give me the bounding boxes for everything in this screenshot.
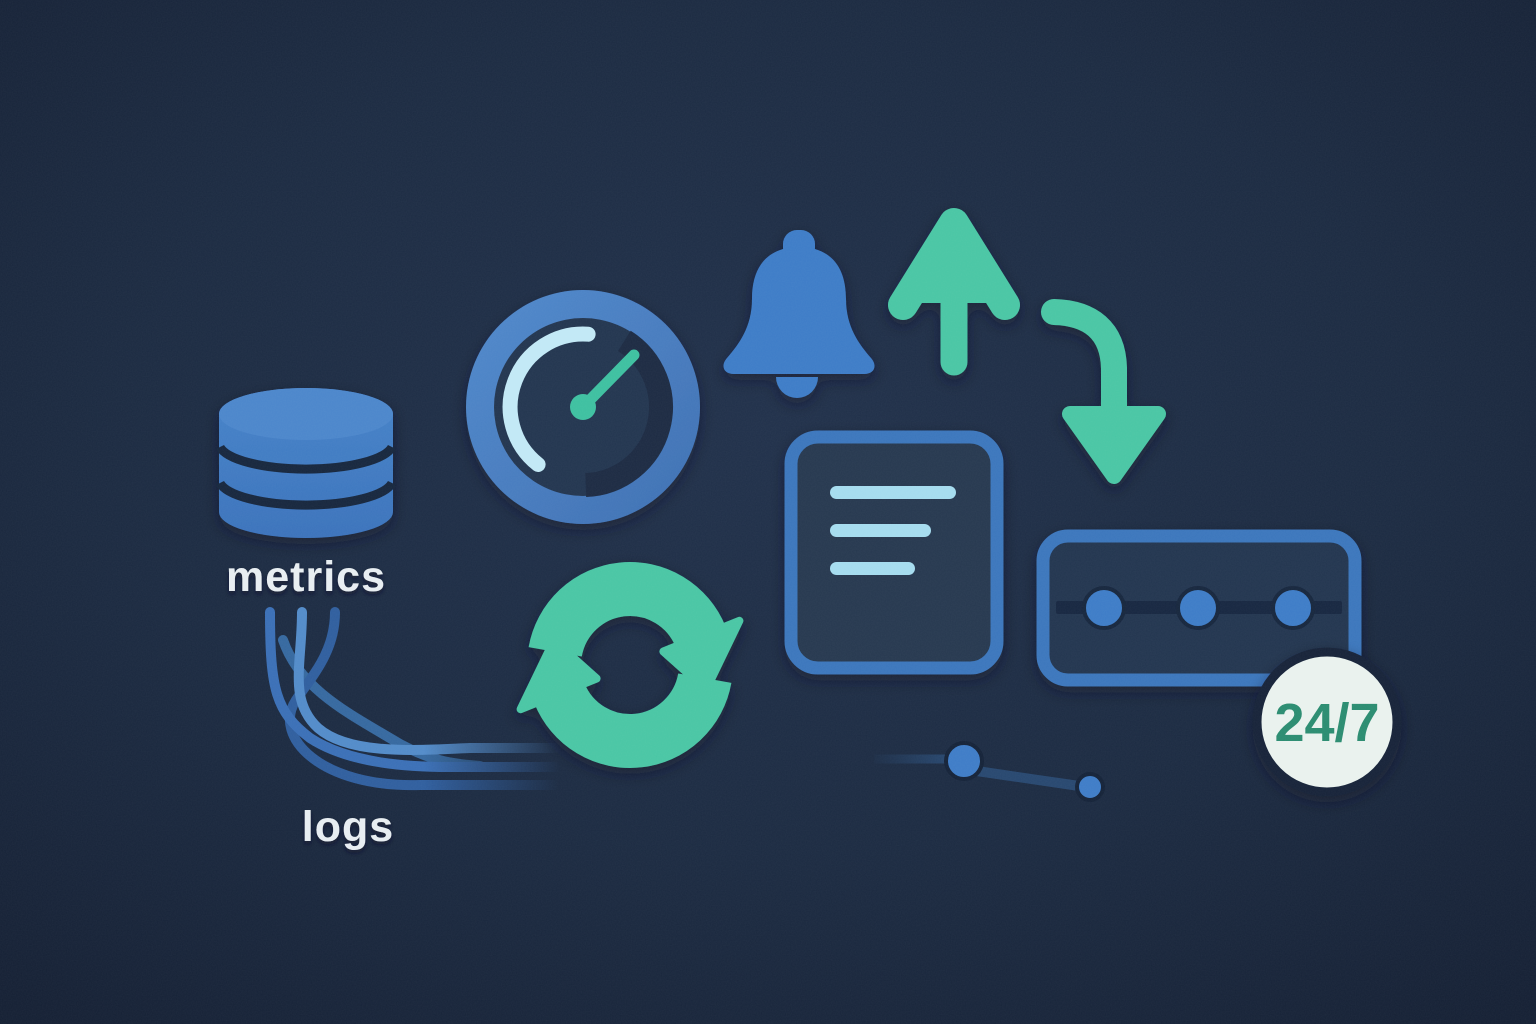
- illustration-canvas: metrics logs: [0, 0, 1536, 1024]
- observability-illustration: metrics logs: [0, 0, 1536, 1024]
- grain-overlay: [0, 0, 1536, 1024]
